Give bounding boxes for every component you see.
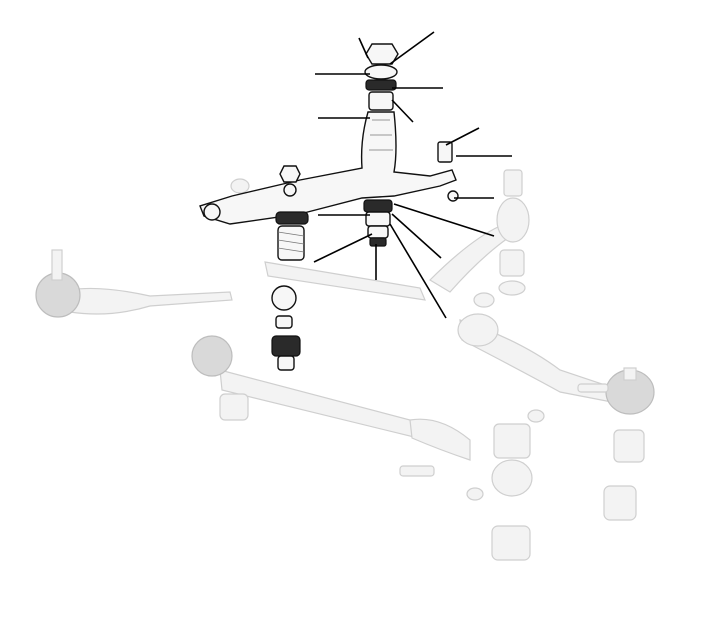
lower-tie-rod <box>219 369 420 439</box>
spacer <box>368 91 394 111</box>
center-lower-boot <box>491 459 533 497</box>
center-lower-nut <box>493 423 531 459</box>
coil-spring <box>277 225 305 261</box>
lower-spacer <box>369 237 387 247</box>
right-upper-nut <box>499 249 525 277</box>
bushing-sleeve <box>365 211 391 227</box>
bracket-mid-eye <box>283 183 297 197</box>
leader-line-11 <box>393 203 495 237</box>
spring-washer <box>365 79 397 91</box>
leader-line-2 <box>358 37 369 59</box>
center-lower-bush <box>491 525 531 561</box>
right-mid-joint <box>457 313 499 347</box>
background-assembly <box>35 169 655 561</box>
lower-spring <box>271 335 301 357</box>
pinch-bolt <box>437 141 453 163</box>
washer-c <box>466 487 484 501</box>
leader-line-12 <box>391 213 442 259</box>
washer-a <box>473 292 495 308</box>
seat-cone <box>271 285 297 311</box>
right-lower-bush <box>603 485 637 521</box>
spring-cap <box>275 211 309 225</box>
right-upper-boot <box>496 197 530 243</box>
left-stud <box>51 249 63 281</box>
right-ball-stud <box>623 367 637 381</box>
ball-seat <box>275 315 293 329</box>
leader-line-5 <box>391 99 414 123</box>
washer-b <box>527 409 545 423</box>
top-washer <box>364 64 398 80</box>
leader-line-14 <box>313 233 373 263</box>
end-plug <box>277 355 295 371</box>
lower-left-ball-joint <box>191 335 233 377</box>
adjuster-sleeve <box>409 418 471 461</box>
leader-lines <box>313 31 512 319</box>
upper-bushing <box>363 199 393 213</box>
right-upper-washer <box>498 280 526 296</box>
leader-line-1 <box>389 31 435 65</box>
right-nut <box>613 429 645 463</box>
lower-left-nut <box>219 393 249 421</box>
bolt-b <box>577 383 609 393</box>
nut-a <box>230 178 250 194</box>
small-nut <box>279 165 301 183</box>
bolt <box>399 465 435 477</box>
relay-arm-ghost <box>429 225 509 293</box>
leader-line-7 <box>445 127 480 146</box>
pinch-nut <box>447 190 459 202</box>
center-drag-link <box>264 261 426 301</box>
focus-assembly <box>199 43 459 371</box>
lower-bushing <box>367 225 389 239</box>
left-tie-rod <box>69 287 233 315</box>
right-upper-stud <box>503 169 523 197</box>
bracket-end-eye <box>203 203 221 221</box>
relay-bracket <box>199 111 457 225</box>
leader-line-13 <box>389 223 447 319</box>
